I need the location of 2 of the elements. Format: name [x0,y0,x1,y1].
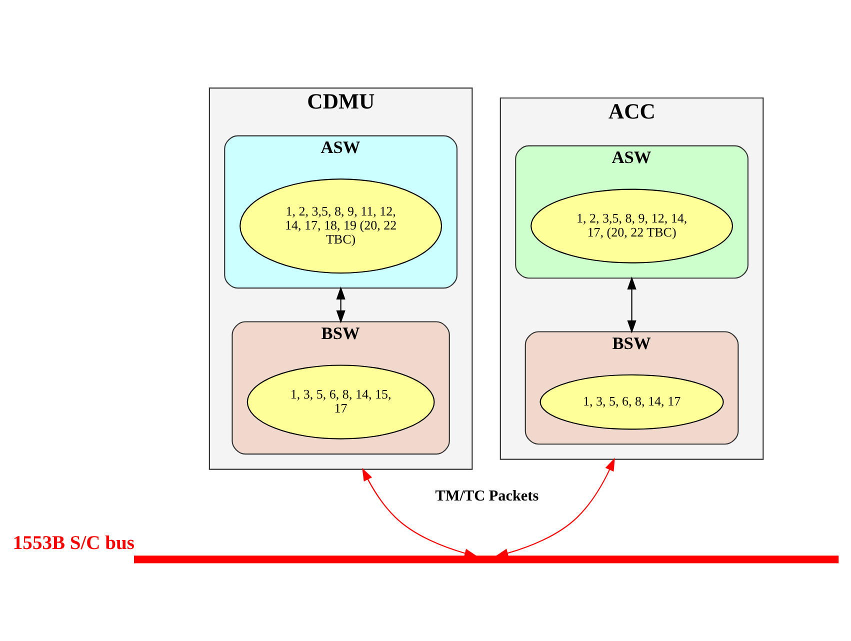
node-label: 1553B S/C bus [12,532,134,554]
label: TM/TC Packets [435,486,539,504]
